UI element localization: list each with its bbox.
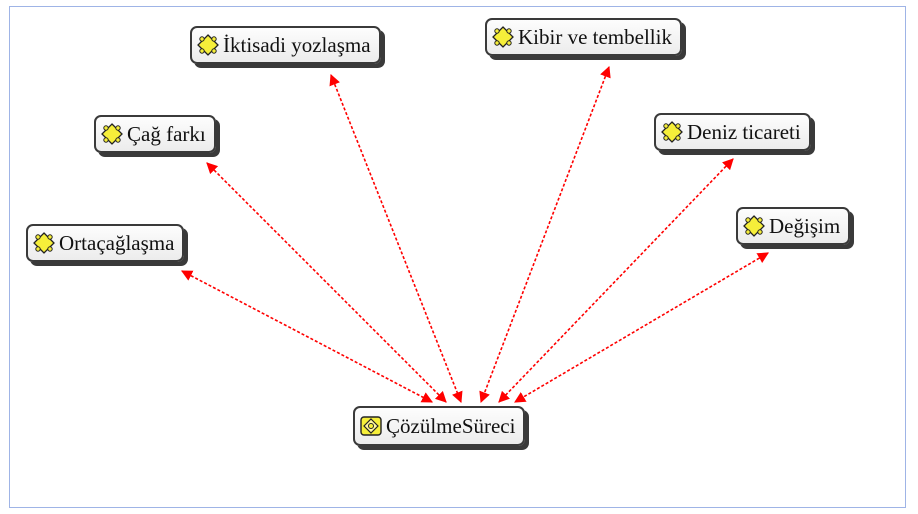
node-label: Deniz ticareti <box>687 119 801 144</box>
concept-icon <box>492 26 514 48</box>
node-iktisadi-yozlasma[interactable]: İktisadi yozlaşma <box>190 26 381 64</box>
node-degisim[interactable]: Değişim <box>736 207 851 245</box>
node-label: Çağ farkı <box>127 121 206 146</box>
edge-deniz <box>498 158 734 403</box>
concept-icon <box>101 123 123 145</box>
node-label: Ortaçağlaşma <box>59 230 175 255</box>
node-ortacaglasma[interactable]: Ortaçağlaşma <box>26 224 185 262</box>
central-concept-icon <box>360 416 382 436</box>
edge-degisim <box>514 252 769 403</box>
concept-icon <box>33 232 55 254</box>
node-cag-farki[interactable]: Çağ farkı <box>94 115 216 153</box>
node-cozulme-sureci[interactable]: ÇözülmeSüreci <box>353 406 526 446</box>
node-label: Değişim <box>769 213 841 238</box>
node-kibir-ve-tembellik[interactable]: Kibir ve tembellik <box>485 18 682 56</box>
edge-ortacag <box>181 270 433 403</box>
edge-cag <box>206 162 447 403</box>
concept-icon <box>743 215 765 237</box>
node-deniz-ticareti[interactable]: Deniz ticareti <box>654 113 811 151</box>
node-label: Kibir ve tembellik <box>518 24 672 49</box>
concept-icon <box>661 121 683 143</box>
node-label: ÇözülmeSüreci <box>386 413 516 438</box>
edge-kibir <box>479 65 611 404</box>
node-label: İktisadi yozlaşma <box>223 32 371 57</box>
concept-icon <box>197 34 219 56</box>
